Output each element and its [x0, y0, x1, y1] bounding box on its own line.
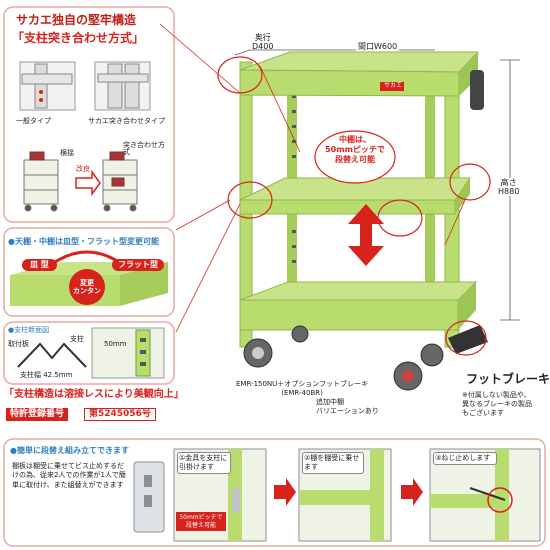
- height-label: 高さ H880: [498, 178, 520, 197]
- structure-subtitle: 「支柱突き合わせ方式」: [12, 31, 145, 45]
- tsukiawase-label: 突き合わせ方式: [123, 141, 165, 156]
- weld-banner: 「支柱構造は溶接レスにより美観向上」: [4, 389, 184, 400]
- step2-label: ②棚を棚受に乗せます: [302, 452, 364, 475]
- model-label: EMR-150NU＋オプションフットブレーキ (EMR-40BR): [236, 380, 369, 398]
- step3-label: ③ねじ止めします: [433, 452, 497, 466]
- pillar-heading: ●支柱断面図: [8, 326, 50, 334]
- kairyo-label: 改良: [76, 165, 90, 173]
- joint-illustration-normal: [19, 61, 76, 111]
- kyakka-label: 横揺: [60, 149, 74, 157]
- change-badge: [69, 269, 105, 305]
- width-label: 間口W600: [356, 42, 400, 51]
- shelf-heading: ●天棚・中棚は皿型・フラット型変更可能: [8, 237, 159, 246]
- joint-illustration-sakae: [94, 61, 151, 111]
- steps-description: 棚板は棚受に乗せてビス止めするだけの為、従来2人での作業が1人で簡単に取付け、ま…: [12, 462, 126, 489]
- variation-note: 追加中棚 バリエーションあり: [316, 398, 379, 416]
- steps-heading: ●簡単に段替え組み立てできます: [10, 446, 129, 455]
- small-cart-sakae: [102, 151, 138, 212]
- small-cart-normal: [23, 151, 59, 212]
- sara-type-pill: 皿 型: [22, 259, 57, 271]
- callout-lines: [159, 23, 466, 333]
- pillar-width-label: 支柱幅 42.5mm: [20, 371, 73, 379]
- type-normal-label: 一般タイプ: [16, 117, 51, 125]
- pillar-photo: [91, 327, 165, 379]
- type-sakae-label: サカエ突き合わせタイプ: [88, 117, 165, 125]
- brand-plate: サカエ: [384, 82, 403, 89]
- step1-label: ①金具を支柱に引掛けます: [177, 452, 231, 475]
- torikuchi-label: 取付板: [8, 340, 29, 348]
- flat-type-pill: フラット型: [112, 259, 164, 271]
- depth-label: 奥行 D400: [252, 33, 274, 52]
- brake-note: ※付属しない製品や、 異なるブレーキの製品 もございます: [462, 391, 532, 418]
- patent-number: 第5245056号: [84, 408, 156, 421]
- bracket-illustration: [133, 461, 165, 533]
- up-down-arrow: [348, 204, 384, 266]
- pitch-badge: 50mmピッチで段替え可能: [176, 512, 226, 531]
- pitch-dim-label: 50mm: [104, 340, 127, 348]
- improve-arrow: [75, 169, 101, 197]
- foot-brake-title: フットブレーキ: [466, 372, 550, 386]
- step-arrows: [274, 478, 423, 506]
- middle-shelf-note: 中棚は、 50mmピッチで 段替え可能: [325, 135, 385, 164]
- shichu-label: 支柱: [70, 335, 84, 343]
- change-badge-label: 変更 カンタン: [73, 279, 101, 296]
- main-cart-illustration: [234, 49, 520, 391]
- structure-title: サカエ独自の堅牢構造: [16, 13, 137, 27]
- patent-label: 特許登録番号: [6, 408, 69, 421]
- pillar-cross-section: [17, 342, 87, 368]
